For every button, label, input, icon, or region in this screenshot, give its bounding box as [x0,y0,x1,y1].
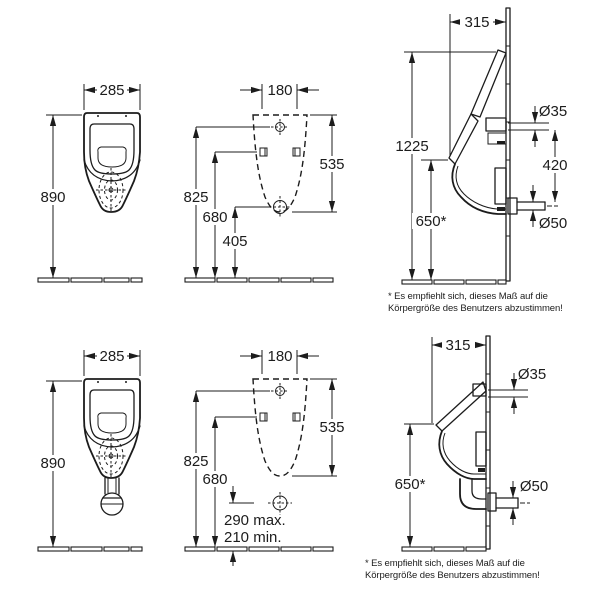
drain-hole-mark-bottom [268,492,292,515]
footnote-top-line1: * Es empfiehlt sich, dieses Maß auf die [388,291,548,302]
dim-front-width-top: 285 [99,82,124,99]
siphon-side-bottom [459,478,530,512]
dim-outlet-diameter-bottom: Ø50 [520,478,548,495]
dim-rim-height-bottom: 650* [395,476,426,493]
dim-depth-bottom: 315 [445,337,470,354]
dim-hole-spacing-top: 180 [267,82,292,99]
dim-inlet-diameter-top: Ø35 [539,103,567,120]
dim-outline-height-bottom: 535 [319,419,344,436]
drain-hole-mark-top [269,196,291,218]
floor-top-left [37,277,143,283]
floor-bottom-right [401,546,487,552]
floor-bottom-left [37,546,143,552]
dim-inlet-height-bottom: 825 [183,453,208,470]
urinal-side-body-top [448,49,558,215]
dim-supply-top-height: 1225 [395,138,428,155]
front-view-top: 285 890 [35,82,143,283]
fixing-bracket-marks-top [259,147,301,157]
urinal-front-body-bottom [83,378,141,479]
dim-front-height-top: 890 [40,189,65,206]
floor-top-right [401,279,507,285]
side-view-bottom: 315 650* Ø35 Ø50 * Es empfiehlt sich, di… [365,335,548,581]
siphon-front-bottom [100,477,124,516]
fixing-bracket-marks-bottom [259,412,301,422]
dim-hole-spacing-bottom: 180 [267,348,292,365]
footnote-bottom-line1: * Es empfiehlt sich, dieses Maß auf die [365,558,525,569]
mounting-view-top: 180 535 825 680 [179,82,349,283]
inlet-hole-mark-bottom [271,383,289,400]
front-view-bottom: 285 890 [35,348,143,552]
footnote-top-line2: Körpergröße des Benutzers abzustimmen! [388,303,563,314]
wall-top [505,7,511,282]
dim-drain-height-min: 210 min. [224,529,282,546]
dim-front-height-bottom: 890 [40,455,65,472]
dim-front-width-bottom: 285 [99,348,124,365]
dim-inlet-height-top: 825 [183,189,208,206]
dim-rim-height-top: 650* [416,213,447,230]
dim-inlet-outlet-spacing-top: 420 [542,157,567,174]
spray-target-mark [96,168,126,213]
dim-inlet-diameter-bottom: Ø35 [518,366,546,383]
dim-bracket-height-bottom: 680 [202,471,227,488]
floor-bottom-middle [184,546,334,552]
inlet-hole-mark-top [271,119,289,136]
urinal-rear-outline-bottom [252,378,308,477]
dim-outline-height-top: 535 [319,156,344,173]
dim-bracket-height-top: 680 [202,209,227,226]
side-view-top: 315 1225 650* Ø35 420 Ø50 * Es empfiehlt… [388,7,572,314]
drain-height-dim-bottom: 290 max. 210 min. [224,486,286,566]
urinal-side-body-bottom [435,381,487,480]
urinal-rear-outline-top [252,114,308,213]
mounting-view-bottom: 180 535 825 680 [179,348,349,566]
dim-depth-top: 315 [464,14,489,31]
dim-outlet-diameter-top: Ø50 [539,215,567,232]
floor-top-middle [184,277,334,283]
dim-drain-height-top: 405 [222,233,247,250]
urinal-front-body-top [83,112,141,213]
footnote-bottom-line2: Körpergröße des Benutzers abzustimmen! [365,570,540,581]
dim-drain-height-max: 290 max. [224,512,286,529]
